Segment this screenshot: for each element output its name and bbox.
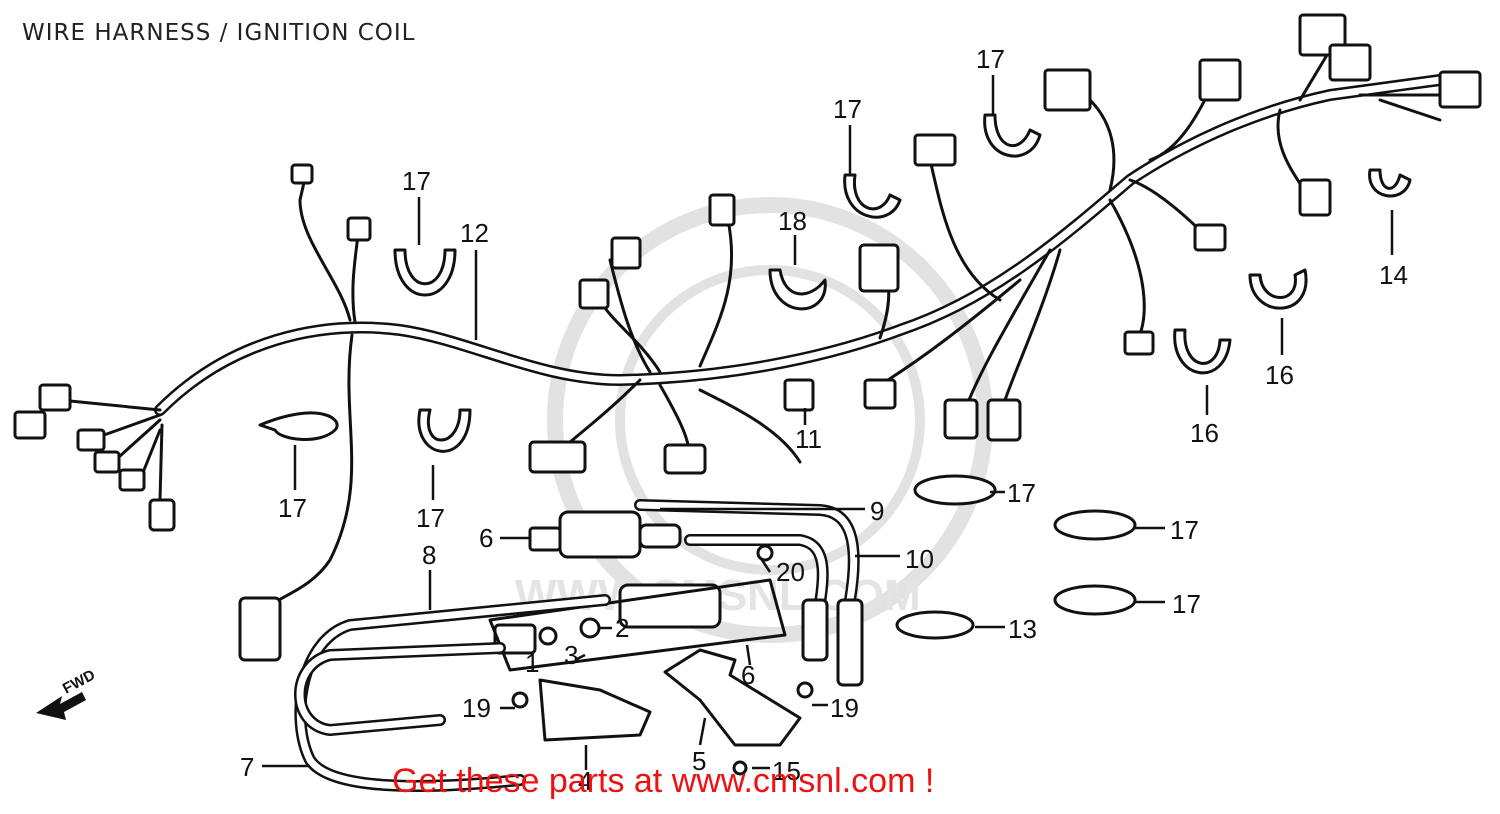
- callout-7: 7: [240, 752, 254, 782]
- callout-3: 3: [564, 640, 578, 670]
- callout-15: 15: [772, 756, 801, 786]
- callout-17: 17: [833, 94, 862, 124]
- callout-12: 12: [460, 218, 489, 248]
- callout-10: 10: [905, 544, 934, 574]
- fwd-arrow-icon: FWD: [36, 666, 98, 720]
- callout-17: 17: [1172, 589, 1201, 619]
- callout-19: 19: [830, 693, 859, 723]
- callout-8: 8: [422, 540, 436, 570]
- callout-13: 13: [1008, 614, 1037, 644]
- callout-4: 4: [578, 766, 592, 796]
- harness-clamps[interactable]: [258, 113, 1412, 640]
- callout-5: 5: [692, 746, 706, 776]
- callout-1: 1: [525, 648, 539, 678]
- callout-2: 2: [615, 613, 629, 643]
- callout-17: 17: [416, 503, 445, 533]
- promo-link[interactable]: Get these parts at www.cmsnl.com !: [392, 762, 935, 800]
- callout-11: 11: [795, 424, 822, 454]
- fwd-label: FWD: [60, 666, 98, 697]
- callout-18: 18: [778, 206, 807, 236]
- callout-20: 20: [776, 557, 805, 587]
- callout-17: 17: [976, 44, 1005, 74]
- callout-19: 19: [462, 693, 491, 723]
- callout-17: 17: [402, 166, 431, 196]
- callout-17: 17: [1170, 515, 1199, 545]
- callout-6: 6: [741, 660, 755, 690]
- harness-connectors[interactable]: [13, 13, 1482, 662]
- callout-14: 14: [1379, 260, 1408, 290]
- callout-6: 6: [479, 523, 493, 553]
- callout-17: 17: [1007, 478, 1036, 508]
- callout-16: 16: [1265, 360, 1294, 390]
- wire-harness[interactable]: [58, 48, 1446, 612]
- ignition-coil-assembly[interactable]: [294, 499, 864, 792]
- page-title: WIRE HARNESS / IGNITION COIL: [22, 20, 416, 46]
- callout-16: 16: [1190, 418, 1219, 448]
- leader-lines: [262, 75, 1394, 770]
- callout-labels: 12 17 17 17 18 14 16 16 11 17 17 17 17 1…: [240, 44, 1408, 796]
- callout-17: 17: [278, 493, 307, 523]
- callout-9: 9: [870, 496, 884, 526]
